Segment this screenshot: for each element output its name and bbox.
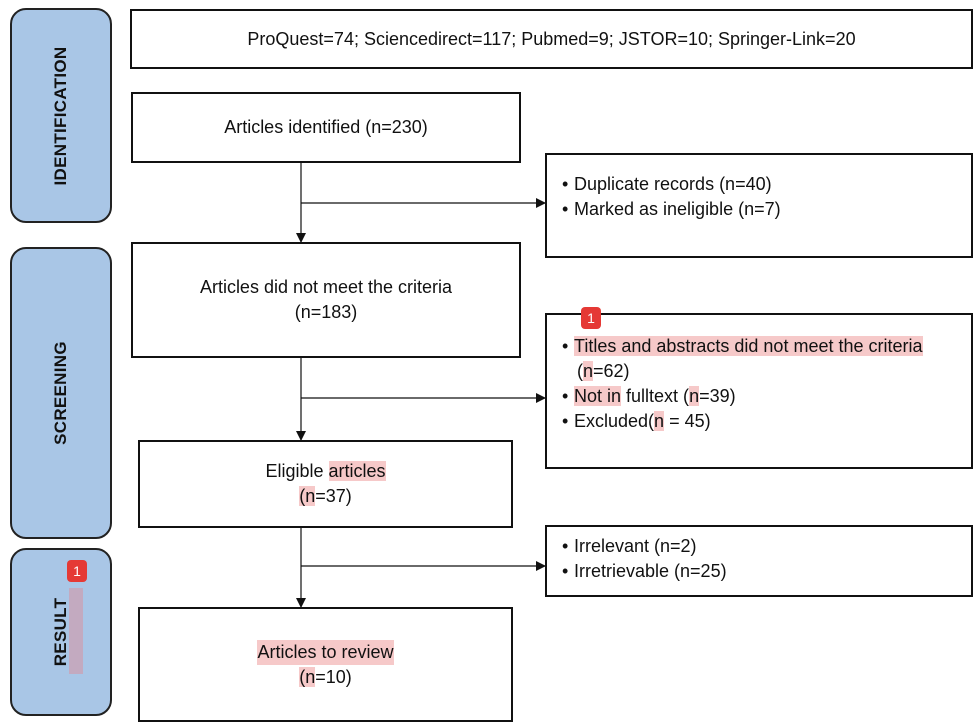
- phase-result: RESULT 1: [10, 548, 112, 716]
- sources-box: ProQuest=74; Sciencedirect=117; Pubmed=9…: [130, 9, 973, 69]
- eligible-line-1: Eligible articles: [265, 461, 386, 481]
- review-box: Articles to review (n=10): [138, 607, 513, 722]
- review-line-2: (n=10): [299, 666, 352, 687]
- not-meet-line-2: (n=183): [294, 302, 358, 322]
- eligible-line-2: (n=37): [299, 486, 352, 506]
- exclusion-2-item-3: •Excluded(n = 45): [562, 411, 711, 431]
- phase-screening: SCREENING: [10, 247, 112, 539]
- sources-text: ProQuest=74; Sciencedirect=117; Pubmed=9…: [247, 28, 856, 49]
- exclusion-2-item-2: •Not in fulltext (n=39): [562, 386, 736, 406]
- exclusion-box-2: •Titles and abstracts did not meet the c…: [545, 307, 973, 469]
- exclusion-3-item-1: •Irrelevant (n=2): [562, 536, 697, 556]
- review-line-1: Articles to review: [257, 639, 394, 665]
- not-meet-line-1: Articles did not meet the criteria: [199, 277, 453, 297]
- not-meet-criteria-box: Articles did not meet the criteria (n=18…: [131, 242, 521, 358]
- eligible-box: Eligible articles (n=37): [138, 440, 513, 528]
- exclusion-3-item-2: •Irretrievable (n=25): [562, 561, 727, 581]
- exclusion-2-item-1: •Titles and abstracts did not meet the c…: [562, 336, 923, 356]
- exclusion-1-item-2: •Marked as ineligible (n=7): [562, 199, 781, 219]
- annotation-badge-screening: 1: [581, 307, 601, 329]
- result-highlight: [69, 588, 83, 674]
- exclusion-2-item-1-cont: (n=62): [577, 361, 630, 381]
- identified-box: Articles identified (n=230): [131, 92, 521, 163]
- exclusion-1-item-1: •Duplicate records (n=40): [562, 174, 772, 194]
- identified-text: Articles identified (n=230): [224, 117, 428, 137]
- exclusion-box-3: •Irrelevant (n=2) •Irretrievable (n=25): [545, 525, 973, 597]
- phase-identification: IDENTIFICATION: [10, 8, 112, 223]
- exclusion-box-1: •Duplicate records (n=40) •Marked as ine…: [545, 153, 973, 258]
- annotation-badge-result: 1: [67, 560, 87, 582]
